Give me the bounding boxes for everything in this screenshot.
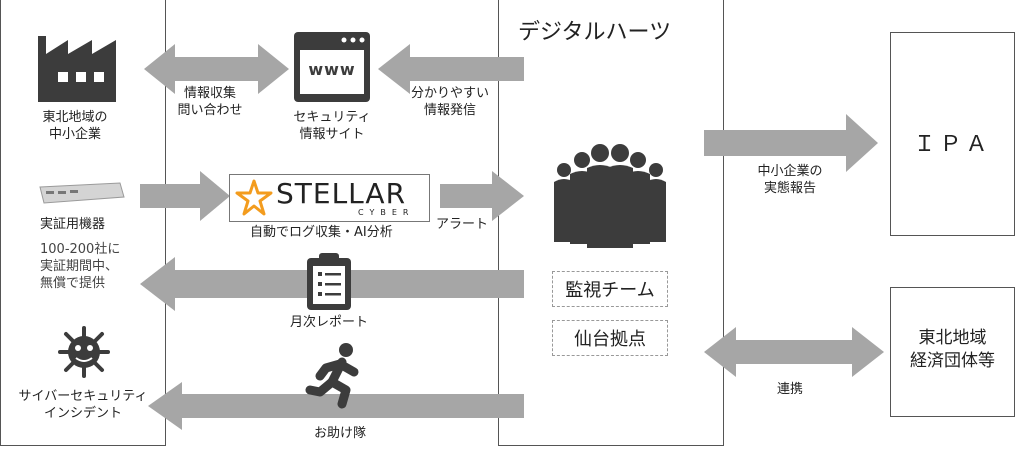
monitor-team-label: 監視チーム (552, 271, 668, 307)
factory-icon (38, 36, 116, 102)
clipboard-report-icon (307, 253, 351, 310)
arrow-link (704, 327, 884, 377)
auto-log-label: 自動でログ収集・AI分析 (250, 225, 393, 240)
factory-label: 東北地域の中小企業 (42, 110, 108, 142)
arrow-alert (440, 171, 524, 221)
info-collect-label: 情報収集問い合わせ (177, 86, 243, 118)
virus-icon (58, 326, 110, 378)
arrow-report-ipa (704, 114, 878, 172)
server-device-icon (39, 182, 125, 204)
device-label: 実証用機器 (40, 217, 106, 232)
arrow-rescue (148, 382, 524, 430)
security-site-label: セキュリティ情報サイト (293, 110, 371, 142)
arrow-easy-info (378, 44, 524, 94)
stellar-cyber-logo: STELLAR CYBER (229, 174, 430, 222)
logo-main-text: STELLAR (276, 177, 407, 210)
sendai-base-label: 仙台拠点 (552, 320, 668, 356)
company-title: デジタルハーツ (518, 20, 672, 45)
running-person-icon (305, 343, 359, 409)
logo-sub-text: CYBER (358, 208, 415, 217)
ipa-label: ＩＰＡ (913, 132, 992, 157)
link-label: 連携 (777, 382, 804, 397)
arrow-device-to-stellar (140, 171, 230, 221)
easy-info-label: 分かりやすい情報発信 (410, 86, 489, 118)
star-logo-icon (235, 179, 273, 216)
economy-group-label: 東北地域経済団体等 (910, 328, 995, 371)
economy-group-box (890, 287, 1015, 417)
team-people-icon (554, 144, 666, 248)
incident-label: サイバーセキュリティインシデント (18, 389, 148, 421)
arrow-info-collect (144, 44, 289, 94)
alert-label: アラート (436, 217, 489, 232)
browser-www-icon (294, 32, 370, 102)
report-to-ipa-label: 中小企業の実態報告 (757, 164, 823, 196)
ipa-box (890, 32, 1015, 236)
monthly-report-label: 月次レポート (290, 315, 369, 330)
rescue-team-label: お助け隊 (314, 426, 367, 441)
www-text: www (308, 60, 356, 79)
free-offer-text: 100-200社に実証期間中、無償で提供 (40, 242, 121, 291)
